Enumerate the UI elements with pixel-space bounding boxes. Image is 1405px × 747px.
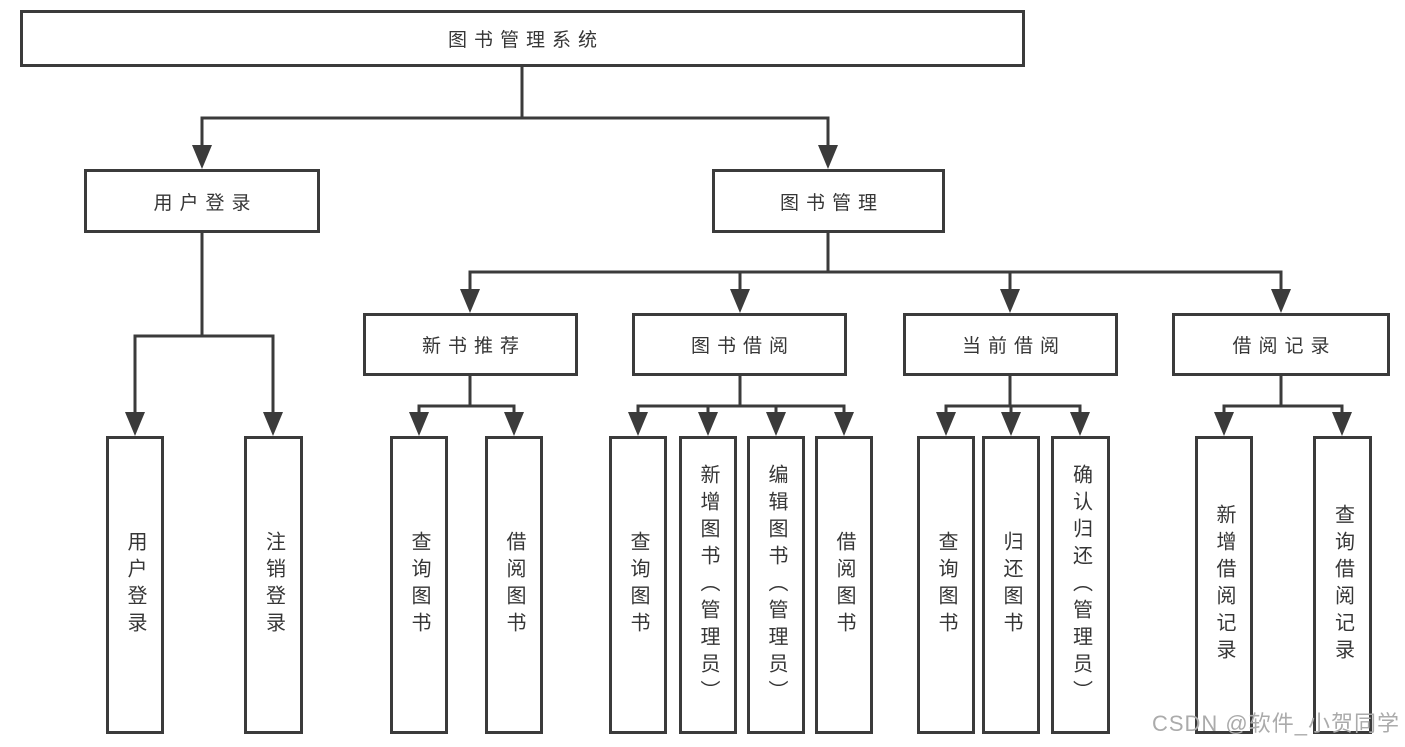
leaf-add-borrow-record: 新增借阅记录: [1195, 436, 1253, 734]
leaf-query-books-borrow: 查询图书: [609, 436, 667, 734]
leaf-query-books-current-label: 查询图书: [935, 531, 957, 639]
leaf-query-borrow-record-label: 查询借阅记录: [1331, 504, 1354, 666]
node-book-borrow-label: 图书借阅: [690, 336, 795, 357]
node-book-borrow: 图书借阅: [632, 313, 847, 376]
leaf-query-books-recommend-label: 查询图书: [408, 531, 430, 639]
leaf-logout-label: 注销登录: [262, 531, 285, 639]
leaf-user-login-label: 用户登录: [124, 531, 146, 639]
node-root-label: 图书管理系统: [447, 30, 604, 51]
node-current-borrow-label: 当前借阅: [961, 336, 1066, 357]
leaf-borrow-books-borrow-label: 借阅图书: [833, 531, 855, 639]
node-borrow-records-label: 借阅记录: [1232, 336, 1337, 357]
leaf-query-books-current: 查询图书: [917, 436, 975, 734]
leaf-query-borrow-record: 查询借阅记录: [1313, 436, 1372, 734]
leaf-edit-book-admin-label: 编辑图书（管理员）: [765, 463, 787, 707]
node-book-management-label: 图书管理: [779, 192, 884, 214]
leaf-borrow-books-recommend: 借阅图书: [485, 436, 543, 734]
leaf-borrow-books-recommend-label: 借阅图书: [503, 531, 525, 639]
node-new-book-recommend-label: 新书推荐: [421, 336, 526, 357]
leaf-add-book-admin: 新增图书（管理员）: [679, 436, 737, 734]
node-new-book-recommend: 新书推荐: [363, 313, 578, 376]
leaf-add-book-admin-label: 新增图书（管理员）: [697, 463, 719, 707]
leaf-return-book-label: 归还图书: [1000, 531, 1022, 639]
node-root: 图书管理系统: [20, 10, 1025, 67]
leaf-confirm-return-admin-label: 确认归还（管理员）: [1069, 463, 1092, 707]
csdn-watermark: CSDN @软件_小贺同学: [1151, 711, 1400, 736]
leaf-confirm-return-admin: 确认归还（管理员）: [1051, 436, 1110, 734]
node-current-borrow: 当前借阅: [903, 313, 1118, 376]
leaf-query-books-borrow-label: 查询图书: [627, 531, 649, 639]
leaf-borrow-books-borrow: 借阅图书: [815, 436, 873, 734]
leaf-add-borrow-record-label: 新增借阅记录: [1213, 504, 1235, 666]
leaf-user-login: 用户登录: [106, 436, 164, 734]
leaf-logout: 注销登录: [244, 436, 303, 734]
arrowheads: [125, 145, 1352, 436]
leaf-query-books-recommend: 查询图书: [390, 436, 448, 734]
leaf-edit-book-admin: 编辑图书（管理员）: [747, 436, 805, 734]
node-user-login-label: 用户登录: [153, 192, 258, 214]
node-book-management: 图书管理: [712, 169, 945, 233]
node-user-login: 用户登录: [84, 169, 320, 233]
node-borrow-records: 借阅记录: [1172, 313, 1390, 376]
leaf-return-book: 归还图书: [982, 436, 1040, 734]
